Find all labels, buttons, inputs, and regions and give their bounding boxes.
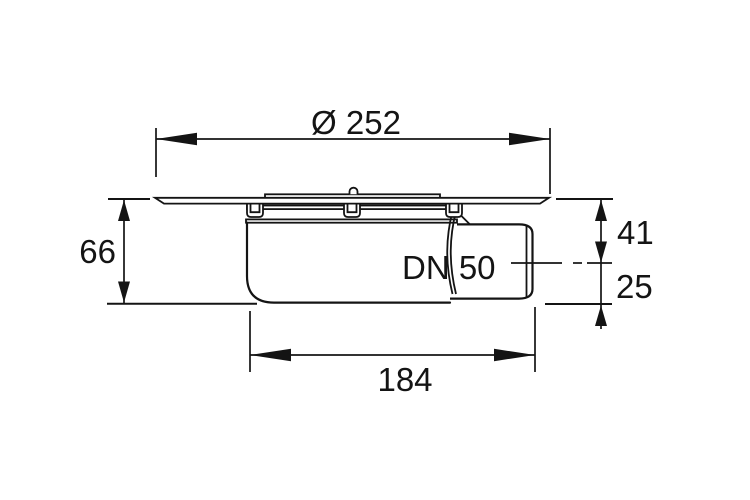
fixing-clip-left bbox=[246, 204, 264, 218]
arrowhead-down bbox=[595, 241, 607, 263]
fixing-clip-right bbox=[445, 204, 463, 218]
arrowhead-right bbox=[509, 132, 550, 146]
body-outlet-curve-outer bbox=[446, 210, 454, 295]
body-outlet-curve-inner bbox=[449, 210, 457, 295]
dimension-outlet-heights: 41 25 bbox=[545, 198, 654, 329]
body-top-rim bbox=[245, 218, 458, 224]
arrowhead-up-outside bbox=[595, 305, 607, 326]
dimension-height-66: 66 bbox=[79, 198, 257, 305]
arrowhead-left bbox=[250, 348, 291, 362]
arrowhead-left bbox=[156, 132, 197, 146]
dimension-diameter-label: Ø 252 bbox=[311, 104, 401, 141]
dimension-length-label: 184 bbox=[377, 361, 432, 398]
outlet-size-label: DN 50 bbox=[402, 249, 496, 286]
arrowhead-up bbox=[118, 200, 130, 221]
sealing-flange bbox=[151, 196, 553, 205]
dimension-length-184: 184 bbox=[249, 307, 536, 398]
arrowhead-down bbox=[118, 281, 130, 303]
drain-body-group bbox=[151, 186, 612, 304]
dimension-diameter: Ø 252 bbox=[155, 104, 551, 194]
dimension-25-label: 25 bbox=[616, 268, 653, 305]
body-outline bbox=[245, 221, 452, 304]
dimension-height-label: 66 bbox=[79, 233, 116, 270]
fixing-clip-middle bbox=[343, 204, 361, 218]
arrowhead-right bbox=[494, 348, 535, 362]
outlet-pipe bbox=[450, 223, 534, 300]
arrowhead-up bbox=[595, 200, 607, 221]
grate-knob bbox=[348, 186, 359, 195]
dimension-41-label: 41 bbox=[617, 214, 654, 251]
